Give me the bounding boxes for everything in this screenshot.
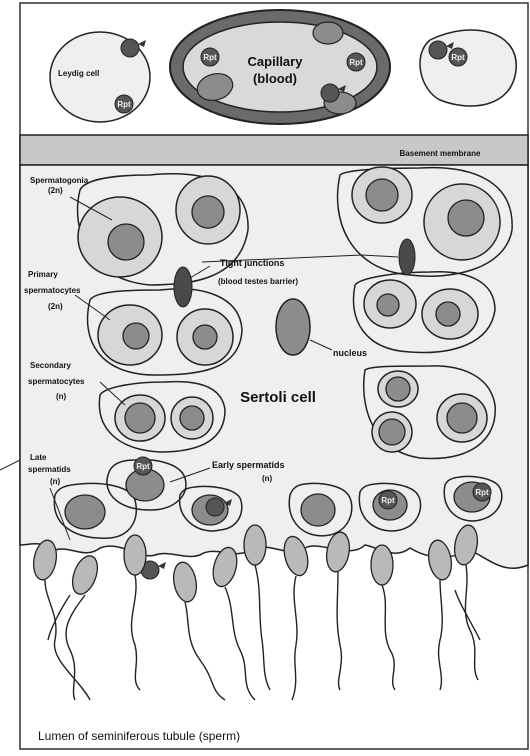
svg-text:Rpt: Rpt (381, 496, 395, 505)
svg-text:Rpt: Rpt (475, 488, 489, 497)
svg-text:Secondary: Secondary (30, 361, 71, 370)
svg-text:nucleus: nucleus (333, 348, 367, 358)
basement-membrane: Basement membrane (20, 135, 528, 165)
svg-text:Tight junctions: Tight junctions (220, 258, 284, 268)
label-nucleus: nucleus (333, 348, 367, 358)
svg-text:Lumen of seminiferous tubule (: Lumen of seminiferous tubule (sperm) (38, 729, 240, 743)
svg-text:Early spermatids: Early spermatids (212, 460, 285, 470)
svg-text:Rpt: Rpt (136, 462, 150, 471)
capillary-sublabel: (blood) (253, 71, 297, 86)
svg-text:Rpt: Rpt (349, 58, 363, 67)
svg-text:Rpt: Rpt (117, 100, 131, 109)
label-lumen: Lumen of seminiferous tubule (sperm) (38, 729, 240, 743)
svg-text:spermatocytes: spermatocytes (28, 377, 85, 386)
external-tick (0, 460, 20, 470)
svg-text:Rpt: Rpt (203, 53, 217, 62)
basement-label: Basement membrane (400, 149, 481, 158)
svg-text:Primary: Primary (28, 270, 58, 279)
svg-text:(2n): (2n) (48, 186, 63, 195)
svg-text:Late: Late (30, 453, 47, 462)
svg-text:(2n): (2n) (48, 302, 63, 311)
leydig-label: Leydig cell (58, 69, 99, 78)
svg-text:Rpt: Rpt (451, 53, 465, 62)
svg-text:spermatocytes: spermatocytes (24, 286, 81, 295)
svg-text:Spermatogonia: Spermatogonia (30, 176, 89, 185)
svg-text:(n): (n) (50, 477, 61, 486)
svg-text:(n): (n) (262, 474, 273, 483)
sertoli-label: Sertoli cell (240, 389, 316, 406)
svg-text:spermatids: spermatids (28, 465, 71, 474)
svg-text:(n): (n) (56, 392, 67, 401)
svg-text:(blood testes barrier): (blood testes barrier) (218, 277, 298, 286)
capillary-label: Capillary (248, 54, 304, 69)
